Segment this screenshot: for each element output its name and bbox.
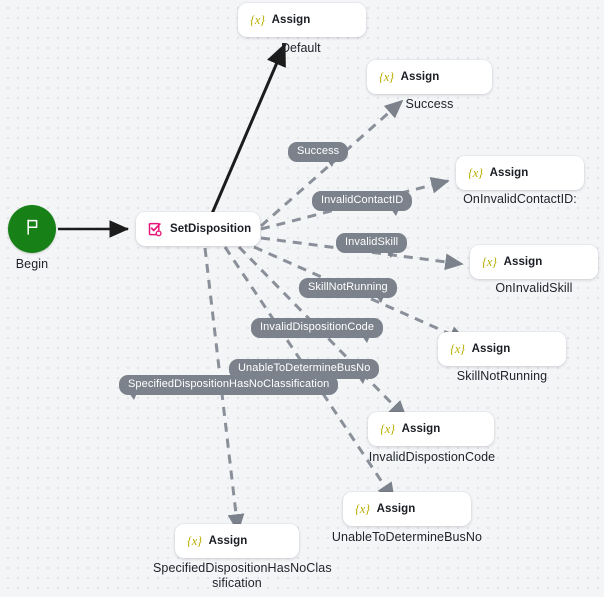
assign-variable-icon: {x} bbox=[468, 165, 483, 180]
edge-label-default: Default bbox=[281, 41, 321, 55]
assign-variable-icon: {x} bbox=[380, 421, 395, 436]
edge-label-invaliddispositioncode[interactable]: InvalidDispositionCode bbox=[251, 318, 384, 343]
assign-variable-icon: {x} bbox=[450, 341, 465, 356]
assign-variable-icon: {x} bbox=[250, 12, 265, 27]
node-assign-default[interactable]: {x} Assign bbox=[238, 3, 366, 37]
node-assign-unabletodeterminebusno[interactable]: {x} Assign bbox=[343, 492, 471, 526]
node-assign-oninvalidcontactid-label: Assign bbox=[489, 167, 529, 179]
node-assign-skillnotrunning[interactable]: {x} Assign bbox=[438, 332, 566, 366]
node-assign-invaliddispostioncode[interactable]: {x} Assign bbox=[368, 412, 494, 446]
node-assign-unabletodeterminebusno-label: Assign bbox=[376, 503, 416, 515]
node-assign-specifieddispositionhasnoclassification[interactable]: {x} Assign bbox=[175, 524, 299, 558]
edge-label-invalidskill[interactable]: InvalidSkill bbox=[336, 233, 408, 258]
edge-label-success-pill[interactable]: Success bbox=[288, 142, 349, 167]
edge-label-skillnotrunning[interactable]: SkillNotRunning bbox=[299, 278, 397, 303]
node-assign-specifieddispositionhasnoclassification-caption: SpecifiedDispositionHasNoClas sification bbox=[153, 561, 332, 590]
node-begin[interactable] bbox=[8, 205, 56, 253]
edge-default bbox=[209, 42, 287, 217]
checklist-gear-icon bbox=[148, 222, 163, 237]
node-setdisposition[interactable]: SetDisposition bbox=[136, 212, 260, 246]
node-assign-oninvalidcontactid[interactable]: {x} Assign bbox=[456, 156, 584, 190]
flag-icon bbox=[22, 217, 42, 242]
assign-variable-icon: {x} bbox=[482, 254, 497, 269]
node-begin-caption: Begin bbox=[15, 257, 49, 271]
assign-variable-icon: {x} bbox=[379, 69, 394, 84]
node-assign-oninvalidskill-caption: OnInvalidSkill bbox=[495, 281, 573, 295]
node-assign-success-label: Assign bbox=[400, 71, 440, 83]
node-assign-default-label: Assign bbox=[271, 14, 311, 26]
assign-variable-icon: {x} bbox=[187, 533, 202, 548]
node-assign-skillnotrunning-caption: SkillNotRunning bbox=[456, 369, 548, 383]
node-assign-invaliddispostioncode-label: Assign bbox=[401, 423, 441, 435]
edge-label-unabletodeterminebusno[interactable]: UnableToDetermineBusNo bbox=[229, 359, 380, 384]
edge-label-invalidcontactid[interactable]: InvalidContactID bbox=[312, 191, 413, 216]
node-assign-unabletodeterminebusno-caption: UnableToDetermineBusNo bbox=[331, 530, 483, 544]
node-assign-skillnotrunning-label: Assign bbox=[471, 343, 511, 355]
node-assign-oninvalidcontactid-caption: OnInvalidContactID: bbox=[463, 192, 577, 206]
assign-variable-icon: {x} bbox=[355, 501, 370, 516]
node-assign-oninvalidskill[interactable]: {x} Assign bbox=[470, 245, 598, 279]
node-setdisposition-label: SetDisposition bbox=[170, 223, 252, 235]
node-assign-success-caption: Success bbox=[405, 97, 454, 111]
node-assign-invaliddispostioncode-caption: InvalidDispostionCode bbox=[368, 450, 496, 464]
node-assign-oninvalidskill-label: Assign bbox=[503, 256, 543, 268]
node-assign-success[interactable]: {x} Assign bbox=[367, 60, 492, 94]
node-assign-specifieddispositionhasnoclassification-label: Assign bbox=[208, 535, 248, 547]
edge-label-specifieddispositionhasnoclassification[interactable]: SpecifiedDispositionHasNoClassification bbox=[119, 375, 339, 400]
